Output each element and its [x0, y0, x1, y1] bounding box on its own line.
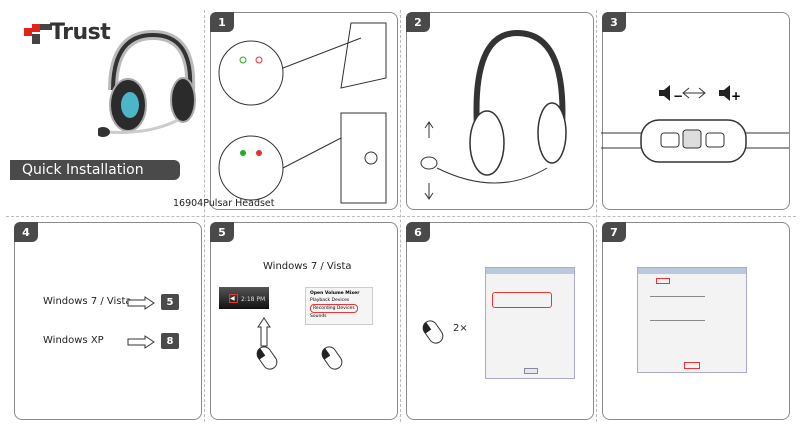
step-number: 7 [602, 222, 626, 242]
arrow-up-icon [257, 317, 271, 347]
arrow-right-icon [127, 335, 155, 349]
levels-tab-highlighted [656, 278, 670, 284]
taskbar-screenshot: 2:18 PM ◀ [219, 287, 269, 309]
boost-slider [650, 320, 705, 321]
svg-text:+: + [731, 89, 741, 103]
step-2-panel: 2 [406, 12, 594, 210]
level-slider [650, 296, 705, 297]
step-4-panel: 4 Windows 7 / Vista 5 Windows XP 8 [14, 222, 202, 420]
step-number: 5 [210, 222, 234, 242]
ok-button-highlighted [684, 362, 700, 369]
brand-name: Trust [50, 20, 111, 45]
step-1-panel: 1 [210, 12, 398, 210]
microphone-item-highlighted [492, 292, 552, 308]
os-label: Windows 7 / Vista [263, 261, 352, 272]
headset-image [98, 30, 196, 137]
menu-item: Playback Devices [310, 298, 350, 303]
menu-item-highlighted: Recording Devices [310, 304, 358, 313]
tray-clock: 2:18 PM [241, 296, 266, 303]
step-5-panel: 5 Windows 7 / Vista 2:18 PM ◀ Open Volum… [210, 222, 398, 420]
volume-control-illustration: − + [601, 85, 789, 163]
svg-text:−: − [673, 89, 683, 103]
arrow-right-icon [127, 296, 155, 310]
step-3-panel: 3 − + [601, 12, 790, 210]
goto-step-8-link[interactable]: 8 [161, 333, 179, 349]
goto-step-5-link[interactable]: 5 [161, 294, 179, 310]
os-option-label: Windows 7 / Vista [43, 296, 132, 307]
mouse-left-click-icon [256, 346, 278, 370]
product-name: 16904Pulsar Headset [173, 198, 275, 209]
microphone-properties-screenshot [637, 267, 747, 373]
step-number: 4 [14, 222, 38, 242]
step-6-panel: 6 2× [406, 222, 594, 420]
context-menu-screenshot: Open Volume Mixer Playback Devices Recor… [305, 287, 373, 325]
sound-dialog-screenshot [485, 267, 575, 379]
menu-item: Open Volume Mixer [310, 291, 360, 296]
mouse-right-click-icon [321, 346, 343, 370]
divider [6, 216, 796, 217]
title-banner: Quick Installation Guide [10, 160, 180, 198]
click-count: 2× [453, 323, 468, 334]
mouse-double-click-icon [422, 320, 444, 344]
guide-title: Quick Installation Guide [22, 162, 144, 198]
step-number: 1 [210, 12, 234, 32]
os-option-label: Windows XP [43, 335, 104, 346]
ok-button [524, 368, 538, 374]
step-7-panel: 7 [602, 222, 790, 420]
step-number: 6 [406, 222, 430, 242]
speaker-icon: ◀ [229, 294, 238, 303]
headset-mic-adjust-illustration [420, 29, 567, 200]
step-number: 3 [602, 12, 626, 32]
trust-logo [24, 24, 52, 44]
step-number: 2 [406, 12, 430, 32]
connection-illustration [218, 22, 387, 204]
menu-item: Sounds [310, 314, 327, 319]
